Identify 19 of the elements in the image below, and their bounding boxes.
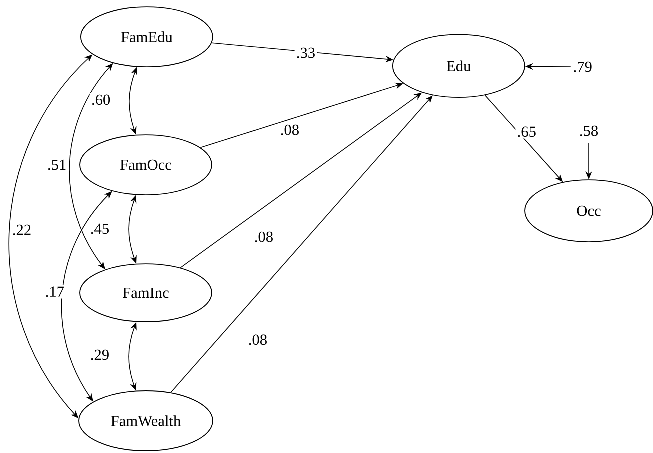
- edge-label: .45: [88, 222, 112, 236]
- edge-label: .29: [88, 348, 112, 362]
- edge-label: .08: [246, 333, 270, 347]
- ellipse-node: FamOcc: [80, 134, 212, 196]
- edge-label: .08: [252, 230, 276, 244]
- ellipse-node: FamEdu: [80, 6, 214, 68]
- ellipse-node: FamInc: [80, 264, 212, 322]
- edge-label: .08: [278, 123, 302, 137]
- edge-label: .60: [90, 93, 112, 107]
- edge-label: .22: [10, 223, 34, 237]
- edge-label: .33: [294, 46, 318, 60]
- edge-label: .79: [572, 60, 594, 74]
- ellipse-node: Edu: [392, 34, 526, 98]
- arrow: [170, 96, 433, 394]
- edge-label: .58: [578, 124, 600, 138]
- edge-label: .65: [516, 125, 538, 139]
- ellipse-node: FamWealth: [78, 390, 214, 452]
- edge-label: .17: [44, 285, 66, 299]
- edge-label: .51: [46, 158, 68, 172]
